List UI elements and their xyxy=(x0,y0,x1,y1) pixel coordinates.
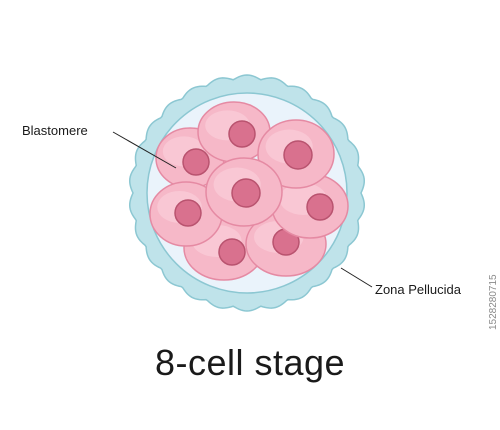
label-leader-lines xyxy=(112,131,373,288)
blastomere-cell xyxy=(257,119,335,189)
stage-title: 8-cell stage xyxy=(154,342,346,383)
blastomere-cell xyxy=(205,157,283,227)
blastomere-cell xyxy=(197,101,271,163)
cell-nucleus xyxy=(231,178,261,208)
blastomere-label: Blastomere xyxy=(22,123,88,138)
cell-nucleus xyxy=(182,148,210,176)
cell-nucleus xyxy=(228,120,256,148)
zona-leader-line xyxy=(340,267,373,288)
cell-nucleus xyxy=(174,199,202,227)
blastomere-cluster xyxy=(149,101,349,281)
zona-pellucida-label: Zona Pellucida xyxy=(375,282,461,297)
blastomere-leader-line xyxy=(112,131,177,169)
cell-nucleus xyxy=(283,140,313,170)
blastomere-cell xyxy=(149,181,223,247)
cell-nucleus xyxy=(306,193,334,221)
cell-nucleus xyxy=(218,238,246,266)
side-image-code: 1528280715 xyxy=(488,274,499,330)
